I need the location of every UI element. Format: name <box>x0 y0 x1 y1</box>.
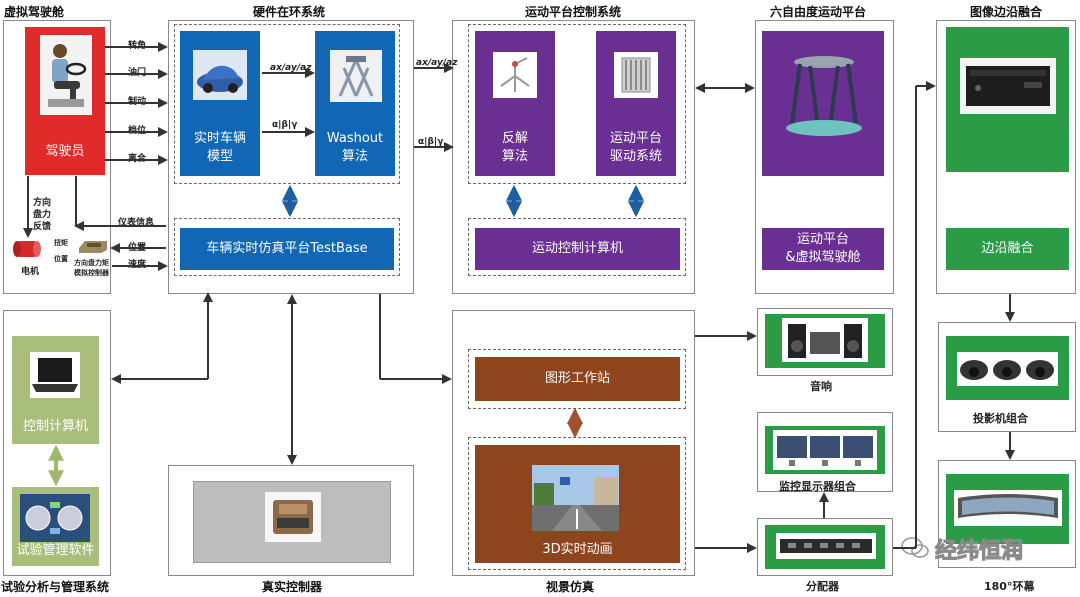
driver-label: 驾驶员 <box>45 144 85 159</box>
panel-test-mgmt-title: 试验分析与管理系统 <box>1 580 110 594</box>
splitter-label: 分配器 <box>806 580 839 593</box>
driver-system-line2: 驱动系统 <box>609 149 662 164</box>
audio-label: 音响 <box>810 380 832 393</box>
panel-real-controller-title: 真实控制器 <box>262 580 323 594</box>
laptop-image <box>30 352 80 398</box>
washout-line1: Washout <box>326 131 384 146</box>
workstation-label: 图形工作站 <box>544 371 610 386</box>
motion-computer-block: 运动控制计算机 <box>475 228 680 270</box>
ecu-image <box>265 492 321 542</box>
test-software-label: 试验管理软件 <box>16 543 95 558</box>
motion-accel-label: ax/ay/az <box>416 58 458 68</box>
dash-info-label: 仪表信息 <box>118 218 155 228</box>
panel-cockpit-title: 虚拟驾驶舱 <box>4 5 65 19</box>
six-dof-label-block: 运动平台&虚拟驾驶舱 <box>762 228 884 270</box>
driver-system-image <box>614 52 658 98</box>
projectors-image <box>957 352 1058 386</box>
driver-photo <box>40 35 92 115</box>
motor-label: 电机 <box>21 267 40 277</box>
panel-six-dof-title: 六自由度运动平台 <box>770 5 867 19</box>
driver-system-line1: 运动平台 <box>609 131 662 146</box>
motor-icon <box>12 238 42 260</box>
hil-angles-label: α|β|γ <box>272 120 298 130</box>
motion-computer-label: 运动控制计算机 <box>531 241 623 256</box>
speaker-image <box>782 318 868 362</box>
inverse-line2: 算法 <box>501 149 528 164</box>
workstation-block: 图形工作站 <box>475 357 680 401</box>
projectors-label: 投影机组合 <box>973 412 1028 425</box>
panel-motion-control-title: 运动平台控制系统 <box>525 5 622 19</box>
street-scene-image <box>532 465 619 531</box>
animation-label: 3D实时动画 <box>542 542 613 557</box>
motion-angles-label: α|β|γ <box>418 137 444 147</box>
inverse-image <box>493 52 537 98</box>
panel-hil-title: 硬件在环系统 <box>253 5 326 19</box>
monitors-image <box>773 430 877 470</box>
hil-algo-group <box>174 24 400 184</box>
motion-algo-group <box>468 24 686 184</box>
hexapod-image <box>782 50 866 140</box>
motion-computer-group <box>468 218 686 276</box>
six-dof-line1: 运动平台 <box>796 232 849 247</box>
watermark-text: 经纬恒润 <box>934 539 1024 565</box>
feedback-label-1: 方向 <box>33 198 52 208</box>
wechat-icon <box>900 536 930 560</box>
six-dof-line2: &虚拟驾驶舱 <box>785 250 861 265</box>
feedback-label-3: 反馈 <box>33 222 52 232</box>
curved-screen-image <box>954 490 1062 526</box>
steering-controller-icon <box>77 238 109 254</box>
monitors-label: 监控显示器组合 <box>779 480 856 493</box>
vehicle-model-line2: 模型 <box>206 149 233 164</box>
hil-accel-label: ax/ay/az <box>270 63 312 73</box>
simulator-label-1: 方向盘力矩 <box>74 259 109 267</box>
torque-label: 扭矩 <box>54 239 68 247</box>
panel-edge-blend-title: 图像边沿融合 <box>970 5 1043 19</box>
feedback-label-2: 盘力 <box>33 210 52 220</box>
panel-visual-sim-title: 视景仿真 <box>546 580 595 594</box>
vehicle-model-line1: 实时车辆 <box>193 131 246 146</box>
washout-image <box>330 50 382 102</box>
testbase-label: 车辆实时仿真平台TestBase <box>206 241 368 256</box>
edge-blend-label: 边沿融合 <box>981 241 1034 256</box>
blend-device-image <box>960 58 1056 114</box>
splitter-image <box>776 533 876 559</box>
position-small-label: 位置 <box>54 255 68 263</box>
six-dof-image-block <box>762 31 884 176</box>
screen-label: 180°环幕 <box>984 580 1035 593</box>
software-image <box>20 494 90 542</box>
edge-blend-block: 边沿融合 <box>946 228 1069 270</box>
car-image <box>193 50 247 100</box>
testbase-block: 车辆实时仿真平台TestBase <box>180 228 394 270</box>
washout-line2: 算法 <box>341 149 368 164</box>
control-pc-label: 控制计算机 <box>22 419 88 434</box>
simulator-label-2: 模拟控制器 <box>74 269 109 277</box>
inverse-line1: 反解 <box>501 131 528 146</box>
hil-platform-group <box>174 218 400 276</box>
